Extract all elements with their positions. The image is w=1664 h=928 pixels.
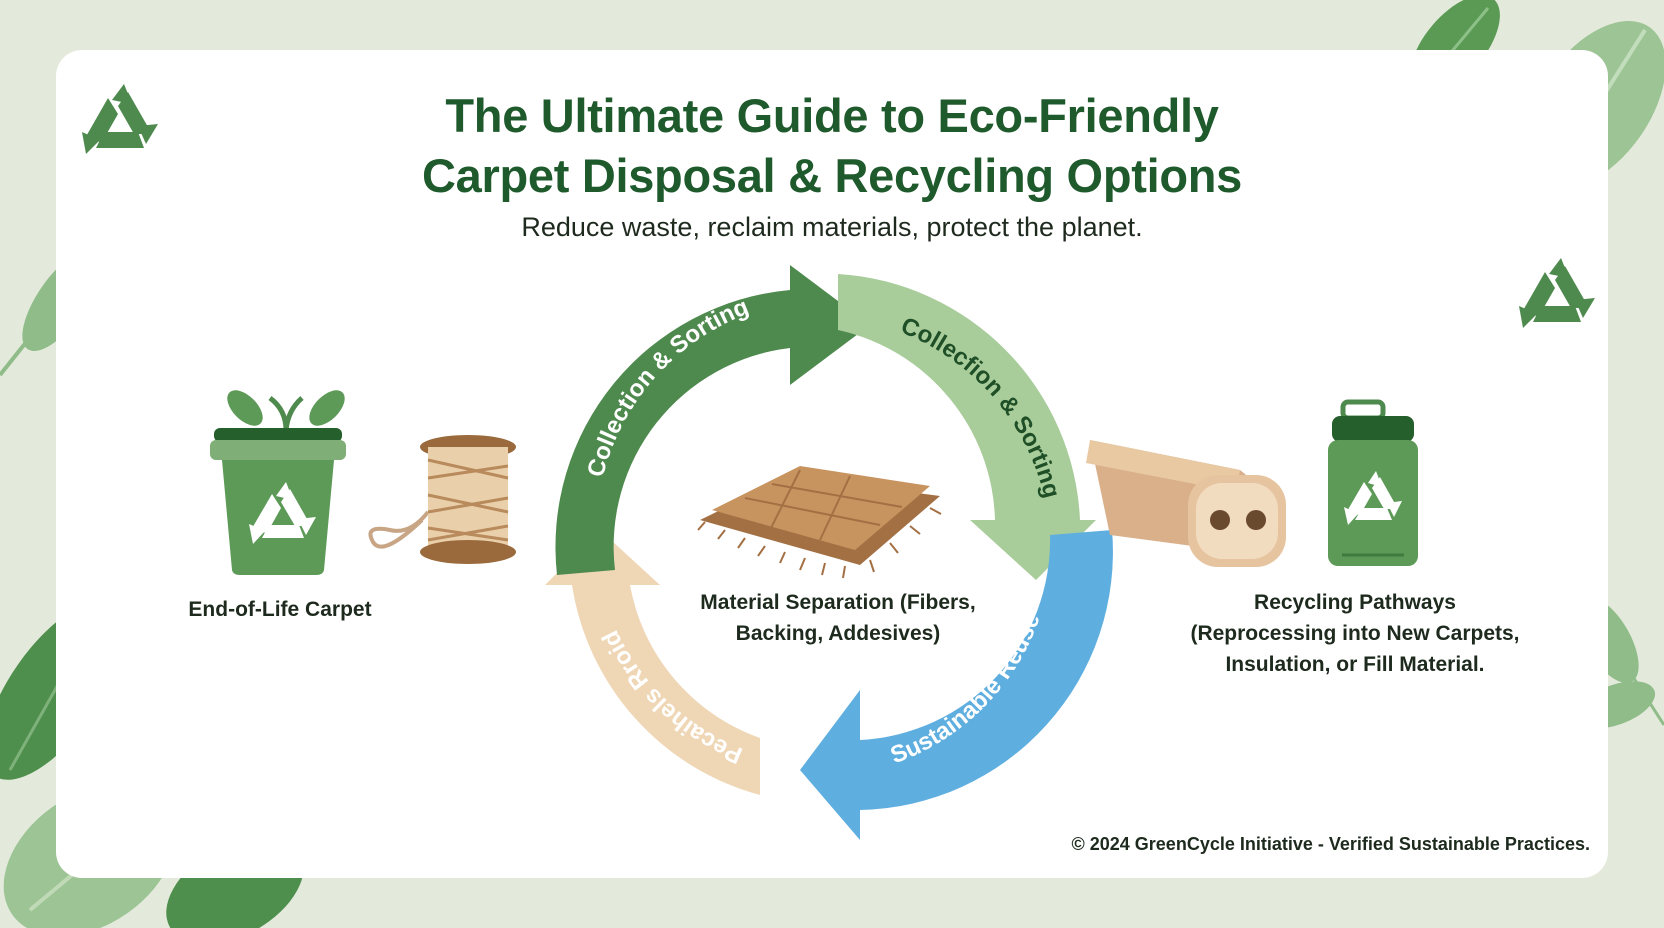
recycling-pathways-line3: Insulation, or Fill Material.	[1225, 653, 1485, 676]
cycle-segment-blue	[800, 530, 1113, 840]
page-title: The Ultimate Guide to Eco-Friendly Carpe…	[282, 86, 1382, 206]
content-card	[56, 50, 1608, 878]
recycle-canister-icon	[1328, 399, 1418, 566]
material-separation-line1: Material Separation (Fibers,	[700, 591, 976, 614]
carpet-square-icon	[697, 466, 942, 579]
cycle-segment-tan	[545, 530, 760, 795]
recycle-icon	[82, 84, 158, 154]
cycle-segment-light-green	[838, 274, 1096, 580]
recycling-pathways-line1: Recycling Pathways	[1254, 591, 1456, 614]
recycling-pathways-line2: (Reprocessing into New Carpets,	[1190, 622, 1520, 645]
page-title-line2: Carpet Disposal & Recycling Options	[421, 149, 1242, 202]
yarn-spool-icon	[368, 435, 516, 564]
recycling-pathways-label: Recycling Pathways (Reprocessing into Ne…	[1150, 587, 1560, 680]
cycle-segment-dark-green	[555, 265, 870, 575]
page-subtitle: Reduce waste, reclaim materials, protect…	[521, 212, 1143, 242]
recycle-bin-icon	[210, 390, 346, 575]
copyright-footer: © 2024 GreenCycle Initiative - Verified …	[1071, 834, 1590, 854]
material-separation-line2: Backing, Addesives)	[735, 622, 941, 645]
material-separation-label: Material Separation (Fibers, Backing, Ad…	[678, 587, 998, 649]
padding-roll-icon	[1086, 440, 1286, 567]
recycle-icon	[1519, 258, 1595, 328]
page-title-line1: The Ultimate Guide to Eco-Friendly	[445, 89, 1219, 142]
end-of-life-label: End-of-Life Carpet	[188, 598, 372, 621]
